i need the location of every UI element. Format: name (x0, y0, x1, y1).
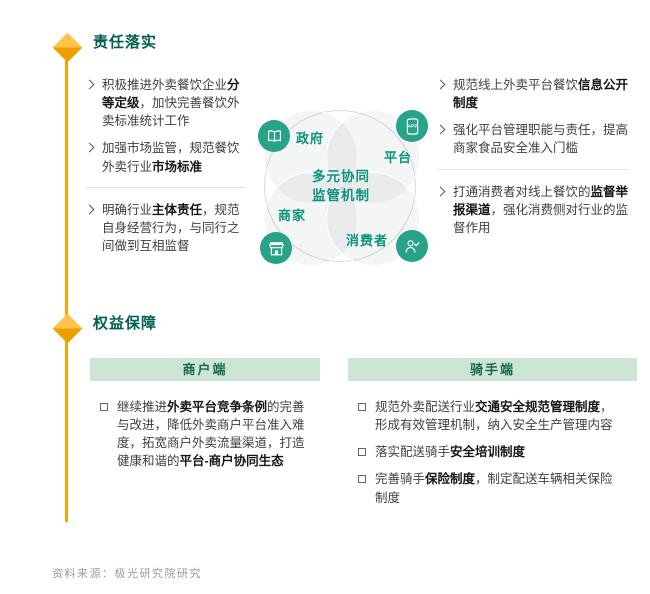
bullet-item: 加强市场监管，规范餐饮外卖行业市场标准 (84, 139, 246, 175)
diagram-center-line2: 监管机制 (312, 188, 370, 203)
diagram-center-label: 多元协同 监管机制 (250, 96, 432, 278)
section-title-responsibility: 责任落实 (93, 34, 158, 51)
diagram-outer-ring (264, 110, 416, 262)
chevron-bullet-icon (84, 142, 95, 153)
responsibility-left-column: 积极推进外卖餐饮企业分等定级，加快完善餐饮外卖标准统计工作加强市场监管，规范餐饮… (84, 76, 246, 264)
bullet-text: 完善骑手保险制度，制定配送车辆相关保险制度 (375, 472, 613, 505)
bullet-item: 完善骑手保险制度，制定配送车辆相关保险制度 (358, 470, 623, 506)
rider-panel: 骑手端 规范外卖配送行业交通安全规范管理制度，形成有效管理机制，纳入安全生产管理… (348, 358, 637, 516)
platform-app-icon: APP (396, 110, 428, 142)
bullet-item: 落实配送骑手安全培训制度 (358, 443, 623, 461)
diagram-node-platform: 平台 (384, 150, 413, 165)
consumer-person-icon (396, 230, 428, 262)
square-bullet-icon (358, 403, 366, 411)
timeline-line (65, 58, 68, 522)
bullet-item: 继续推进外卖平台竞争条例的完善与改进，降低外卖商户平台准入难度，拓宽商户外卖流量… (100, 398, 314, 471)
diagram-node-merchant: 商家 (278, 208, 307, 223)
supervision-diagram: 多元协同 监管机制 政府 APP 平台 商家 (250, 96, 432, 278)
bullet-text: 加强市场监管，规范餐饮外卖行业市场标准 (102, 141, 240, 174)
bullet-text: 规范外卖配送行业交通安全规范管理制度，形成有效管理机制，纳入安全生产管理内容 (375, 400, 613, 433)
merchant-panel-body: 继续推进外卖平台竞争条例的完善与改进，降低外卖商户平台准入难度，拓宽商户外卖流量… (90, 398, 320, 471)
diagram-center-line1: 多元协同 (312, 169, 370, 185)
divider (437, 168, 629, 170)
bullet-item: 规范外卖配送行业交通安全规范管理制度，形成有效管理机制，纳入安全生产管理内容 (358, 398, 623, 434)
merchant-storefront-icon (260, 232, 292, 264)
bullet-item: 明确行业主体责任，规范自身经营行为，与同行之间做到互相监督 (84, 201, 246, 255)
bullet-item: 强化平台管理职能与责任，提高商家食品安全准入门槛 (435, 121, 629, 157)
diagram-node-consumer: 消费者 (346, 233, 389, 248)
square-bullet-icon (100, 403, 108, 411)
source-note: 资料来源：极光研究院研究 (52, 568, 202, 580)
diamond-marker-icon (52, 313, 83, 344)
bullet-text: 继续推进外卖平台竞争条例的完善与改进，降低外卖商户平台准入难度，拓宽商户外卖流量… (117, 400, 305, 469)
square-bullet-icon (358, 475, 366, 484)
chevron-bullet-icon (435, 124, 446, 135)
merchant-panel-header: 商户端 (90, 358, 320, 381)
chevron-bullet-icon (435, 79, 446, 90)
bullet-item: 积极推进外卖餐饮企业分等定级，加快完善餐饮外卖标准统计工作 (84, 76, 246, 130)
section-title-rights: 权益保障 (93, 315, 158, 332)
responsibility-right-column: 规范线上外卖平台餐饮信息公开制度强化平台管理职能与责任，提高商家食品安全准入门槛… (435, 76, 629, 246)
rider-panel-header: 骑手端 (348, 358, 637, 381)
bullet-text: 强化平台管理职能与责任，提高商家食品安全准入门槛 (453, 123, 629, 156)
chevron-bullet-icon (435, 186, 446, 196)
bullet-item: 打通消费者对线上餐饮的监督举报渠道，强化消费侧对行业的监督作用 (435, 183, 629, 237)
diagram-petal-circle (326, 172, 420, 266)
merchant-panel: 商户端 继续推进外卖平台竞争条例的完善与改进，降低外卖商户平台准入难度，拓宽商户… (90, 358, 320, 480)
bullet-text: 明确行业主体责任，规范自身经营行为，与同行之间做到互相监督 (102, 202, 240, 253)
chevron-bullet-icon (84, 79, 95, 90)
government-book-icon (258, 120, 290, 152)
diamond-marker-icon (52, 32, 83, 63)
bullet-text: 打通消费者对线上餐饮的监督举报渠道，强化消费侧对行业的监督作用 (453, 184, 629, 235)
divider (86, 186, 246, 188)
bullet-text: 积极推进外卖餐饮企业分等定级，加快完善餐饮外卖标准统计工作 (102, 78, 240, 129)
bullet-text: 落实配送骑手安全培训制度 (375, 445, 526, 460)
bullet-text: 规范线上外卖平台餐饮信息公开制度 (453, 78, 629, 111)
chevron-bullet-icon (84, 204, 95, 215)
diagram-node-government: 政府 (296, 131, 325, 146)
svg-text:APP: APP (407, 123, 417, 129)
square-bullet-icon (358, 448, 366, 457)
bullet-item: 规范线上外卖平台餐饮信息公开制度 (435, 76, 629, 112)
rider-panel-body: 规范外卖配送行业交通安全规范管理制度，形成有效管理机制，纳入安全生产管理内容落实… (348, 398, 637, 507)
